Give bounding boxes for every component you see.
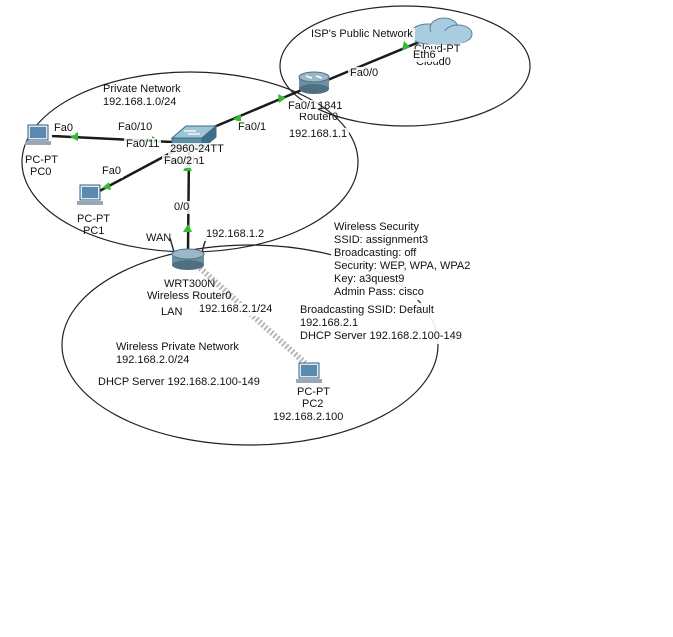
wrouter-lan-ip-label: 192.168.2.1/24 (197, 303, 275, 316)
wireless-security-info: Wireless Security SSID: assignment3 Broa… (331, 220, 474, 300)
switch-router-port-label: Fa0/1 (236, 121, 269, 134)
pc1-port-label: Fa0 (100, 165, 123, 178)
switch-pc1-port-label: Fa0/2 (162, 155, 195, 168)
wireless-network-dhcp: DHCP Server 192.168.2.100-149 (98, 376, 260, 388)
cloud-icon[interactable] (409, 17, 473, 45)
pc2-name-label: PC2 (302, 398, 324, 410)
pc2-ip-label: 192.168.2.100 (273, 411, 344, 423)
wrouter-wan-ip-label: 192.168.1.2 (204, 228, 267, 241)
private-network-label: Private Network 192.168.1.0/24 (103, 83, 181, 109)
pc0-name-label: PC0 (30, 166, 52, 178)
wireless-security-broadcasting: Broadcasting: off (334, 247, 417, 259)
wrouter-lan-label: LAN (161, 306, 183, 318)
pc2-type-label: PC-PT (297, 386, 330, 398)
private-network-title: Private Network (103, 83, 181, 95)
pc1-type-label: PC-PT (77, 213, 110, 225)
wireless-security-ssid: SSID: assignment3 (334, 234, 429, 246)
isp-network-boundary (279, 5, 531, 127)
wireless-network-title: Wireless Private Network (116, 341, 239, 353)
router-type-label: 1841 (318, 100, 343, 112)
wireless-network-subnet: 192.168.2.0/24 (116, 354, 190, 366)
pc0-port-label: Fa0 (52, 122, 75, 135)
wireless-network-boundary (61, 244, 439, 446)
pc1-icon[interactable] (77, 184, 103, 205)
wireless-router-icon[interactable] (169, 237, 207, 270)
wireless-security-modes: Security: WEP, WPA, WPA2 (334, 260, 471, 272)
pc0-icon[interactable] (25, 124, 51, 145)
cloud-port-label: Eth6 (411, 49, 438, 62)
isp-network-title: ISP's Public Network (309, 28, 415, 41)
wrouter-name-label: Wireless Router0 (147, 290, 232, 302)
broadcast-dhcp: DHCP Server 192.168.2.100-149 (300, 330, 462, 342)
router-icon[interactable] (298, 71, 330, 94)
broadcast-ssid: Broadcasting SSID: Default (300, 304, 434, 316)
router-cloud-port-label: Fa0/0 (348, 67, 381, 80)
router-name-label: Router0 (299, 111, 339, 123)
wrouter-wan-port-label: 0/0 (172, 201, 192, 214)
switch-type-label: 2960-24TT (168, 143, 226, 156)
wireless-security-admin: Admin Pass: cisco (334, 286, 424, 298)
broadcast-info: Broadcasting SSID: Default 192.168.2.1 D… (297, 303, 465, 344)
wrouter-wan-label: WAN (146, 232, 172, 244)
link-wireless-pc2 (197, 265, 308, 366)
pc0-type-label: PC-PT (25, 154, 58, 166)
pc2-icon[interactable] (296, 362, 322, 383)
wireless-security-key: Key: a3quest9 (334, 273, 405, 285)
wrouter-type-label: WRT300N (164, 278, 216, 290)
switch-pc0-port-label: Fa0/10 (116, 121, 155, 134)
router-ip-label: 192.168.1.1 (287, 128, 350, 141)
wireless-security-title: Wireless Security (334, 221, 419, 233)
broadcast-ip: 192.168.2.1 (300, 317, 359, 329)
pc1-name-label: PC1 (83, 225, 105, 237)
wireless-network-label: Wireless Private Network 192.168.2.0/24 (116, 341, 239, 367)
private-network-subnet: 192.168.1.0/24 (103, 96, 177, 108)
switch-pc0b-port-label: Fa0/11 (124, 138, 162, 151)
router-switch-port-label: Fa0/1 (286, 100, 319, 113)
